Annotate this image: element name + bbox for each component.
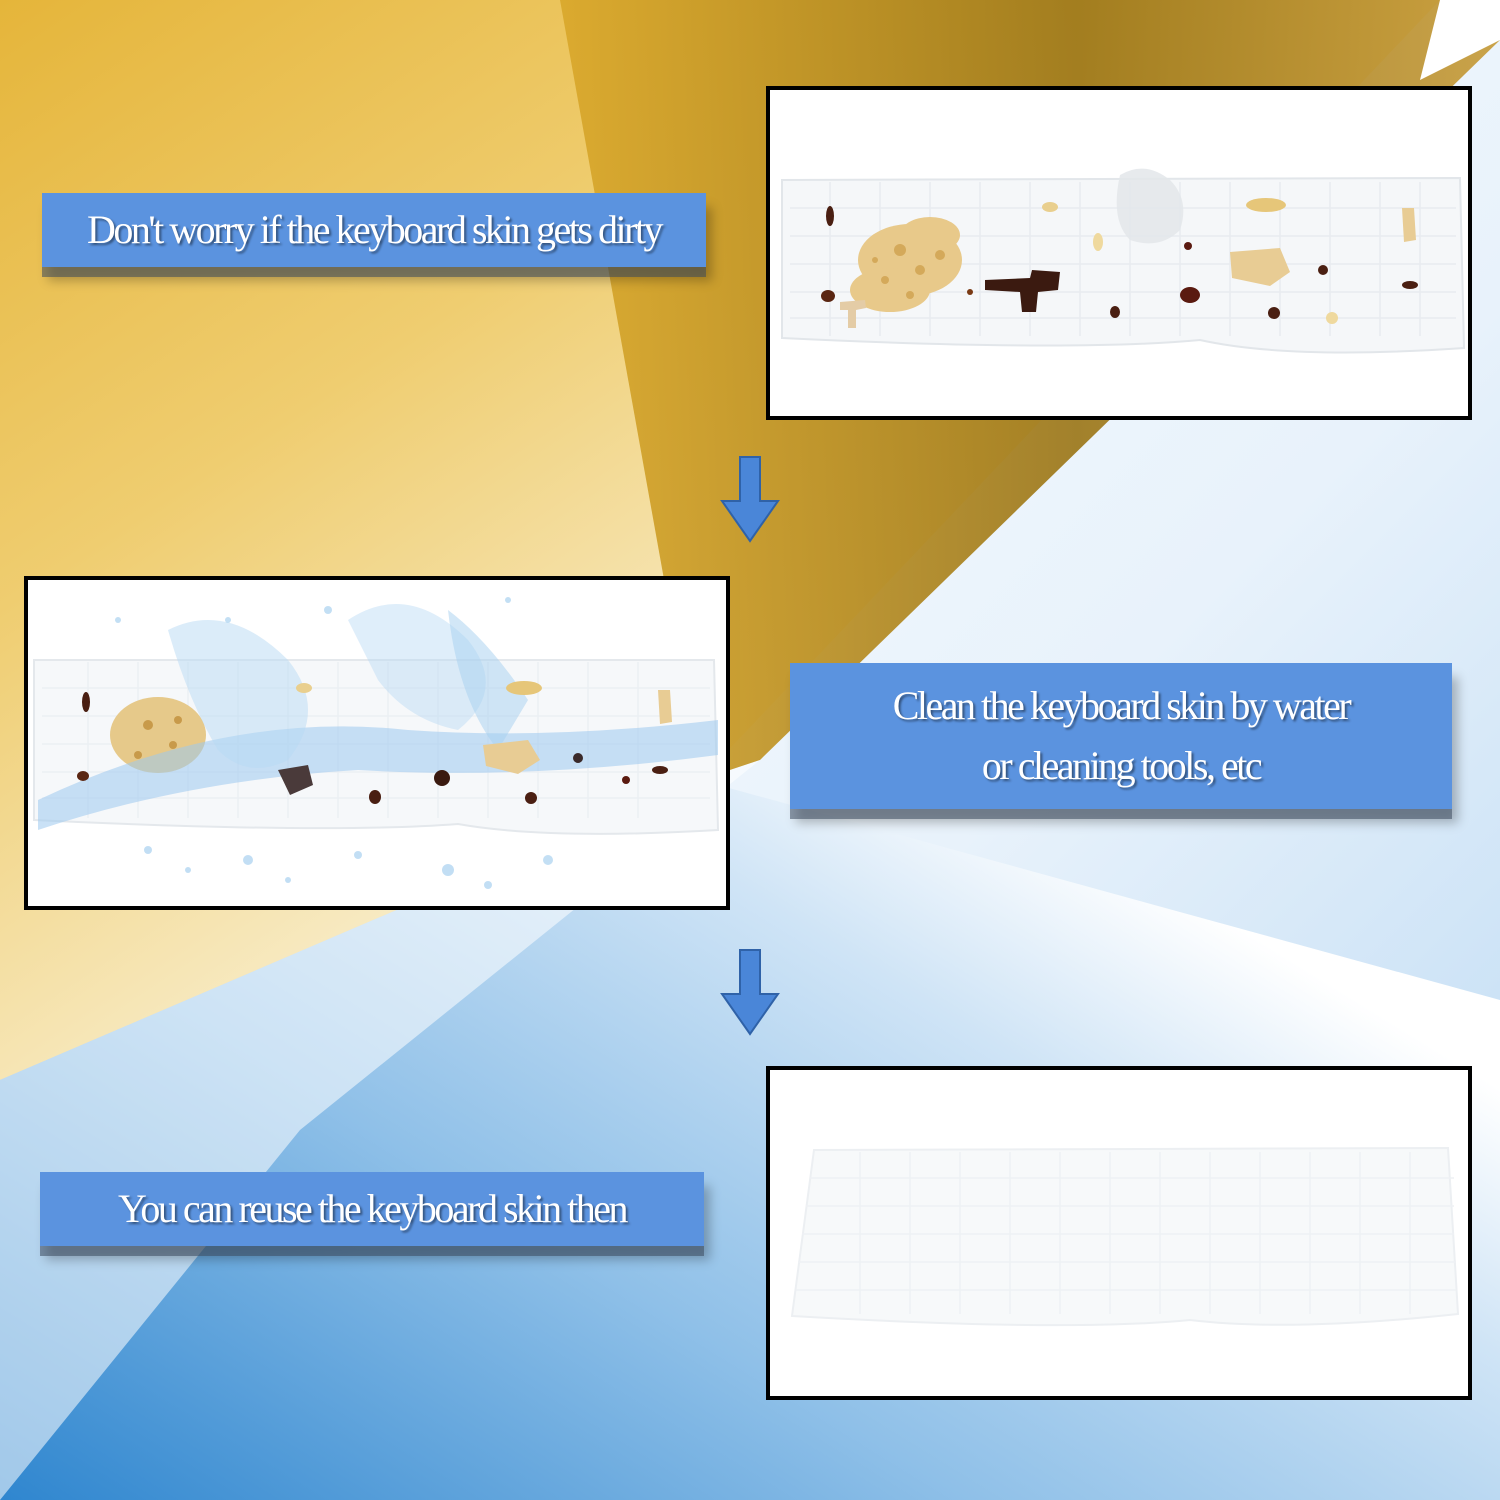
clean-keyboard-skin-image xyxy=(790,1146,1460,1327)
step-2-caption-line-1: Clean the keyboard skin by water xyxy=(892,683,1352,728)
step-3-caption: You can reuse the keyboard skin then xyxy=(40,1172,704,1246)
step-1-caption-line-1: Don't worry if the keyboard skin gets di… xyxy=(86,207,664,252)
step-2-caption: Clean the keyboard skin by water or clea… xyxy=(790,663,1452,809)
step-3-caption-line-1: You can reuse the keyboard skin then xyxy=(117,1186,629,1231)
arrow-down-icon xyxy=(720,949,780,1036)
arrow-down-icon xyxy=(720,456,780,543)
washing-keyboard-skin-image xyxy=(33,597,720,889)
washing-keyboard-panel xyxy=(24,576,730,910)
dirty-keyboard-skin-image xyxy=(781,168,1466,354)
step-1-caption: Don't worry if the keyboard skin gets di… xyxy=(42,193,706,267)
dirty-keyboard-panel xyxy=(766,86,1472,420)
step-2-caption-line-2: or cleaning tools, etc xyxy=(981,743,1263,788)
clean-keyboard-panel xyxy=(766,1066,1472,1400)
